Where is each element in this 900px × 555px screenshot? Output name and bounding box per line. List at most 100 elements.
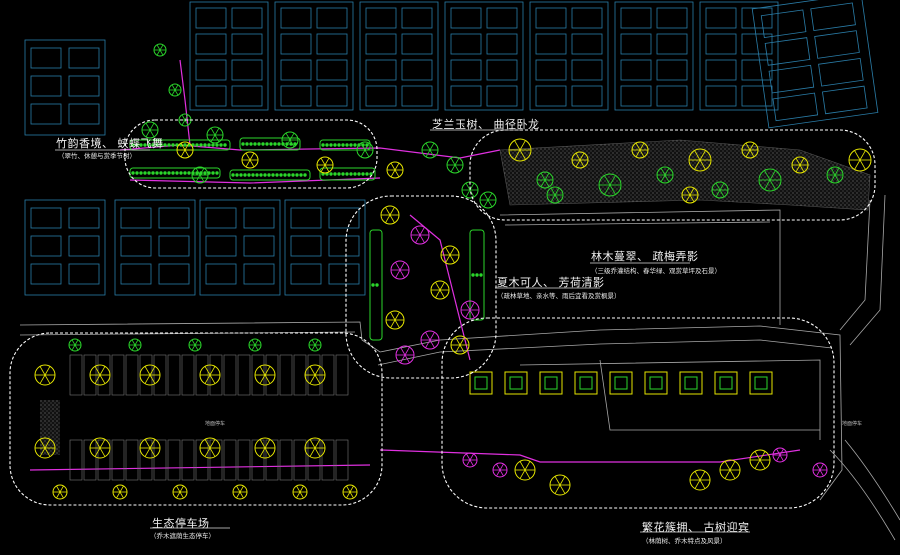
tree-symbol	[304, 437, 326, 459]
apartment-block	[284, 199, 366, 296]
zone-outline-1	[124, 119, 378, 189]
tree-symbol	[52, 484, 68, 500]
tree-symbol	[812, 462, 828, 478]
building-footprints	[24, 0, 879, 296]
tree-symbol	[34, 437, 56, 459]
tree-symbol	[380, 205, 400, 225]
tree-symbol	[248, 338, 262, 352]
square-planter	[609, 371, 633, 395]
square-planter	[679, 371, 703, 395]
apartment-block	[114, 199, 196, 296]
tree-symbol	[206, 126, 224, 144]
tree-symbol	[386, 161, 404, 179]
tree-symbol	[199, 364, 221, 386]
tree-symbol	[848, 148, 872, 172]
tree-symbol	[711, 181, 729, 199]
zone-subtitle-5: （乔木遮荫生态停车）	[150, 532, 215, 540]
tree-symbol	[139, 437, 161, 459]
hatched-plaza-east	[499, 139, 871, 211]
tree-symbol	[191, 166, 209, 184]
tree-symbol	[254, 437, 276, 459]
tree-symbol	[281, 131, 299, 149]
tree-symbol	[89, 437, 111, 459]
apartment-block	[529, 1, 609, 111]
zone-title-4: 夏木可人、 芳荷清影	[497, 276, 605, 289]
tree-symbol	[598, 173, 622, 197]
tree-symbol	[749, 449, 771, 471]
tree-symbol	[385, 310, 405, 330]
tree-symbol	[89, 364, 111, 386]
zone-subtitle-1: （翠竹、休憩与赏季节树）	[58, 152, 136, 160]
tree-symbol	[254, 364, 276, 386]
tree-symbol	[420, 330, 440, 350]
label-leaders	[55, 129, 750, 533]
tree-symbol	[446, 156, 464, 174]
tree-symbol	[440, 245, 460, 265]
zone-outlines	[9, 119, 876, 509]
apartment-block	[24, 39, 106, 136]
tree-symbol	[172, 484, 188, 500]
tree-symbol	[758, 168, 782, 192]
tree-symbols	[34, 43, 872, 500]
zone-outline-6	[441, 317, 835, 509]
tree-symbol	[139, 364, 161, 386]
tree-symbol	[141, 121, 159, 139]
apartment-block	[699, 1, 779, 111]
tree-symbol	[688, 148, 712, 172]
square-planter	[644, 371, 668, 395]
zone-title-2: 芝兰玉树、 曲径卧龙	[432, 118, 540, 131]
apartment-block	[359, 1, 439, 111]
tree-symbol	[791, 156, 809, 174]
tree-symbol	[479, 191, 497, 209]
tree-symbol	[128, 338, 142, 352]
square-planter	[504, 371, 528, 395]
zone-title-3: 林木蔓翠、 疏梅弄影	[591, 250, 699, 263]
tree-symbol	[153, 43, 167, 57]
tree-symbol	[356, 141, 374, 159]
hedge-rows	[129, 137, 485, 341]
tree-symbol	[168, 83, 182, 97]
apartment-block	[444, 1, 524, 111]
tree-symbol	[308, 338, 322, 352]
tree-symbol	[342, 484, 358, 500]
zone-subtitle-3: （三级乔灌结构、春华绿、观赏草坪及石景）	[591, 267, 721, 275]
apartment-block	[751, 0, 879, 129]
square-planter	[539, 371, 563, 395]
square-planters	[469, 371, 773, 395]
tree-symbol	[112, 484, 128, 500]
tree-symbol	[460, 300, 480, 320]
tree-symbol	[68, 338, 82, 352]
road-lines	[19, 194, 900, 541]
apartment-block	[189, 1, 269, 111]
tree-symbol	[656, 166, 674, 184]
tree-symbol	[508, 138, 532, 162]
tree-symbol	[549, 474, 571, 496]
tree-symbol	[410, 225, 430, 245]
tree-symbol	[462, 452, 478, 468]
tree-symbol	[450, 335, 470, 355]
tree-symbol	[188, 338, 202, 352]
apartment-block	[614, 1, 694, 111]
tree-symbol	[681, 186, 699, 204]
zone-subtitle-4: （疏林草地、亲水等、雨后宜看及赏枫景）	[497, 292, 621, 300]
zone-title-1: 竹韵香境、 蛱蝶飞舞	[56, 137, 164, 150]
zone-subtitle-6: （林荫树、乔木特点及风景）	[642, 537, 727, 545]
zone-outline-5	[9, 332, 383, 506]
tree-symbol	[492, 462, 508, 478]
tree-symbol	[390, 260, 410, 280]
apartment-block	[24, 199, 106, 296]
map-note-parking-2: 地面停车	[842, 421, 863, 427]
apartment-block	[274, 1, 354, 111]
square-planter	[714, 371, 738, 395]
apartment-block	[199, 199, 281, 296]
hatched-plaza-west	[40, 400, 60, 455]
square-planter	[469, 371, 493, 395]
square-planter	[749, 371, 773, 395]
tree-symbol	[421, 141, 439, 159]
tree-symbol	[571, 151, 589, 169]
tree-symbol	[430, 280, 450, 300]
tree-symbol	[232, 484, 248, 500]
tree-symbol	[199, 437, 221, 459]
tree-symbol	[304, 364, 326, 386]
